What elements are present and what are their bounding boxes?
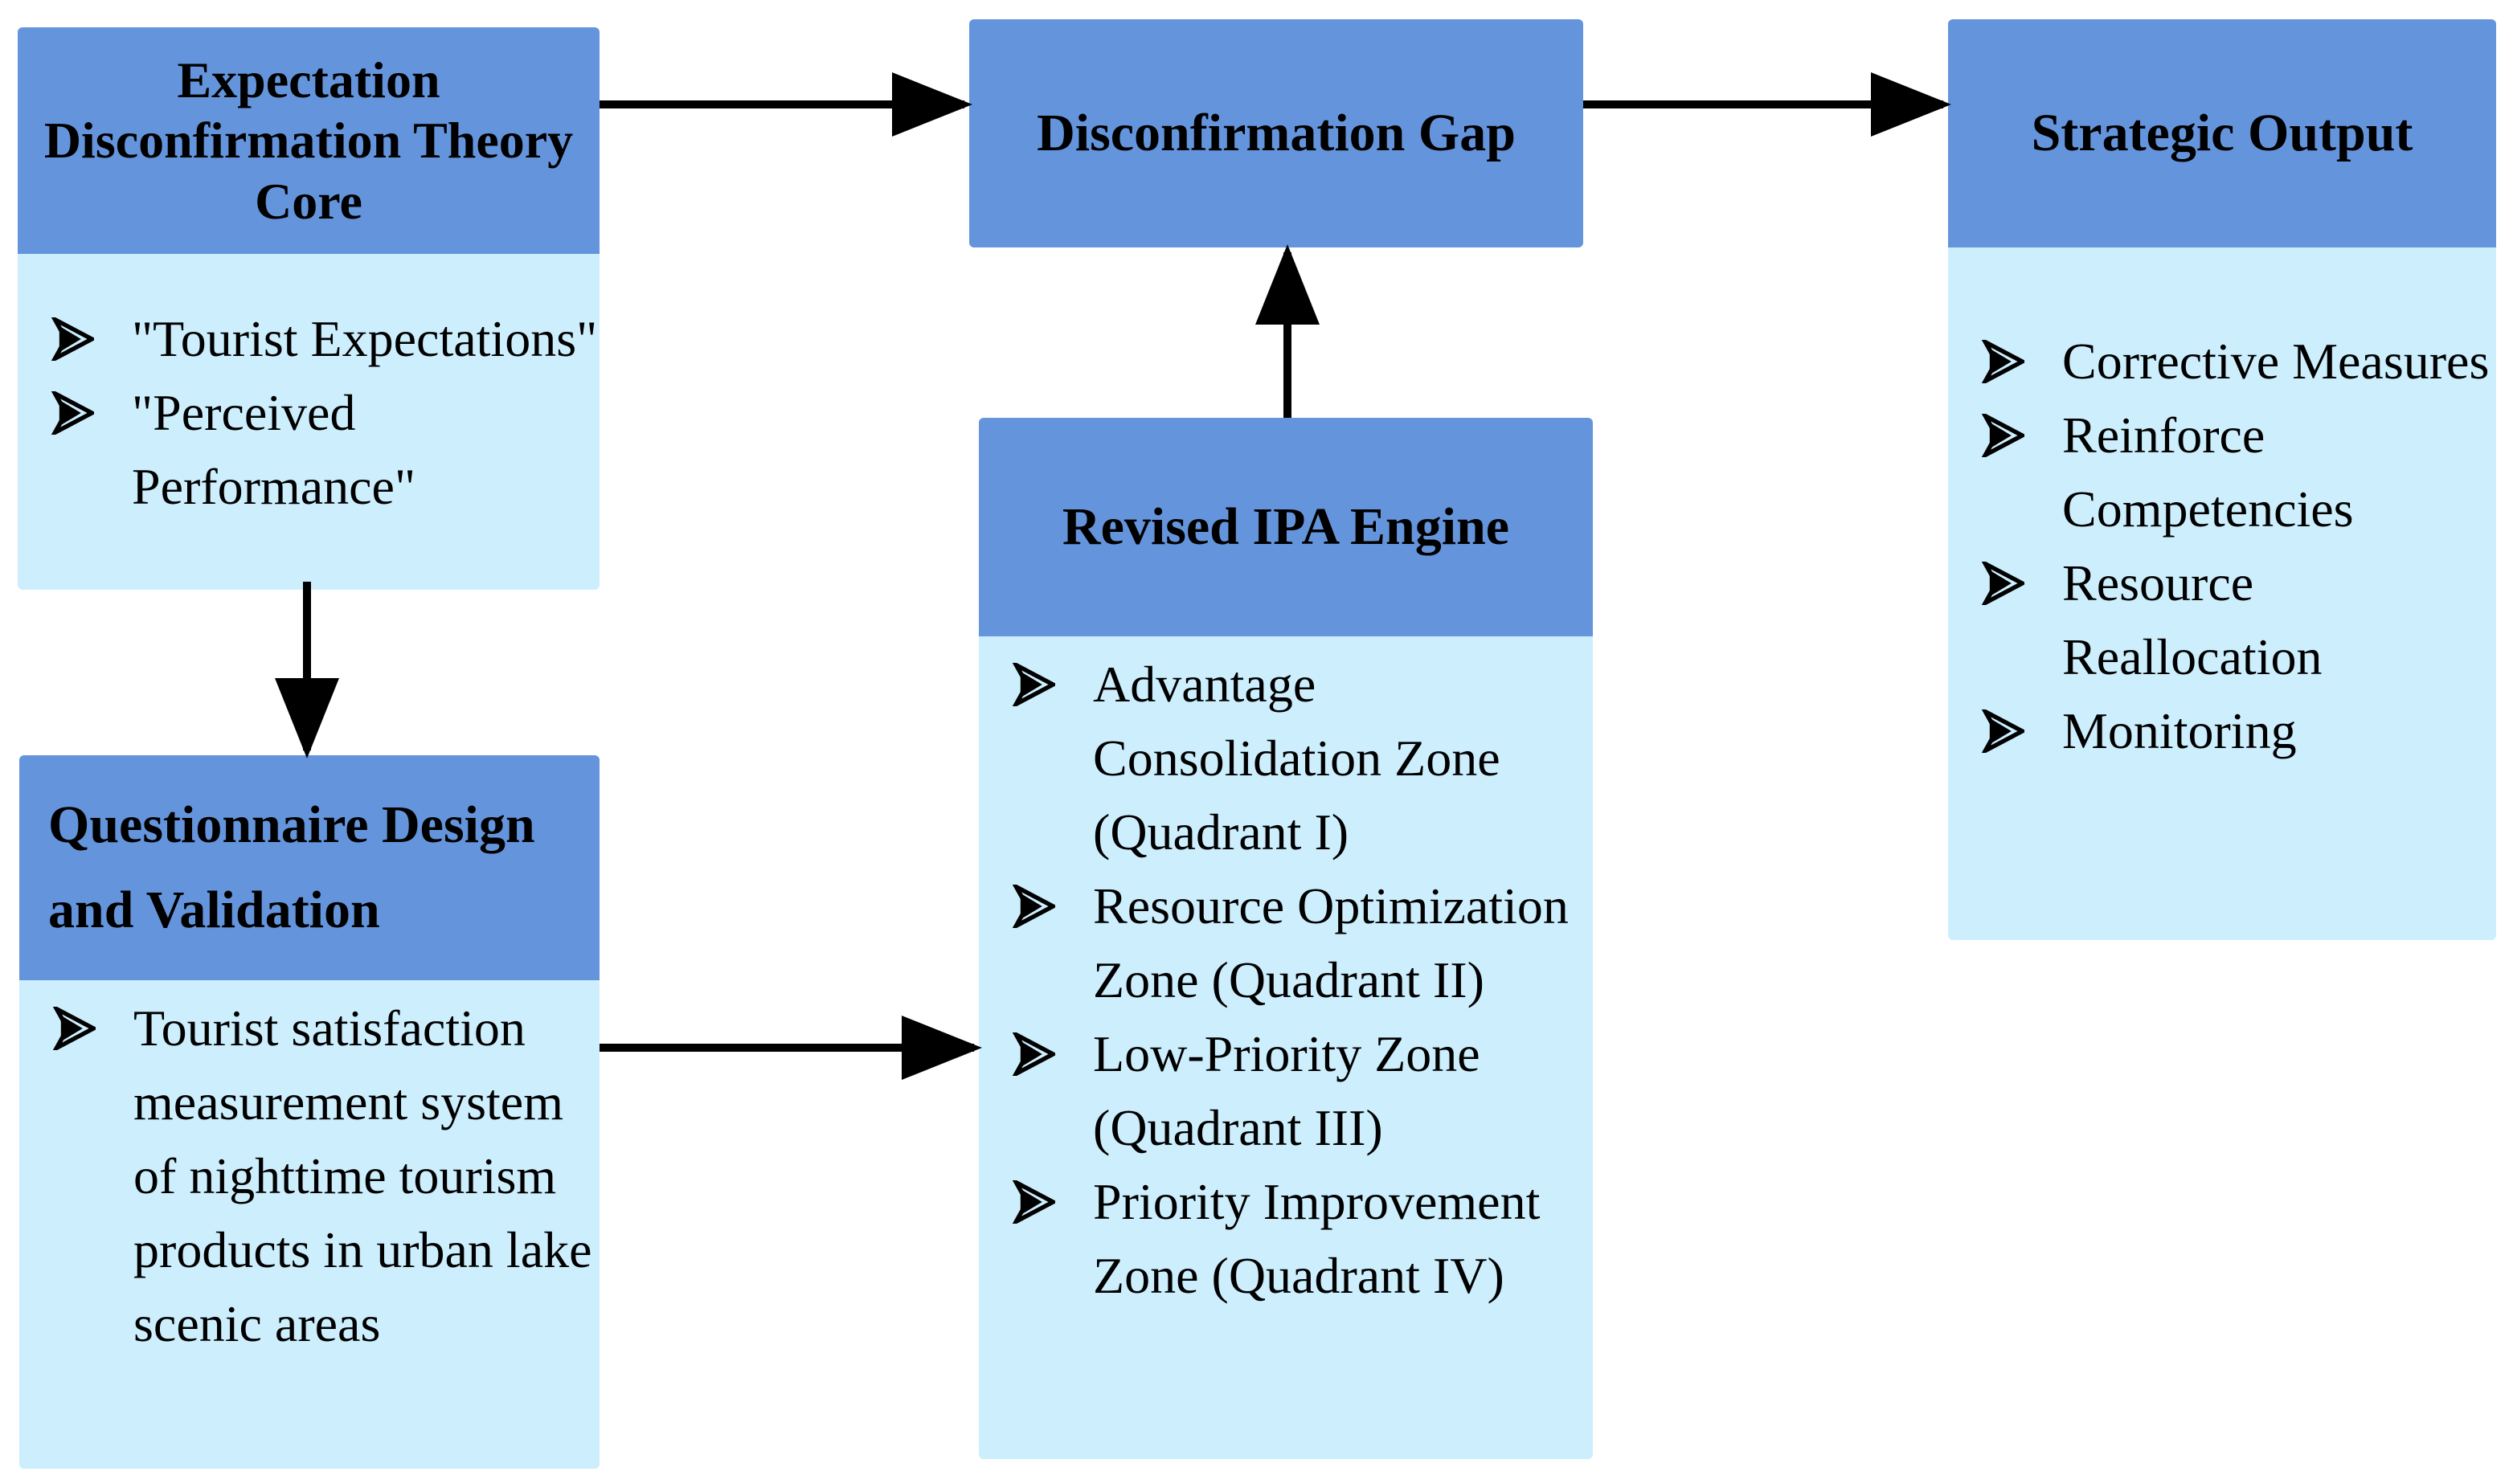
strategic-output-body: Corrective Measures Reinforce Competenci…	[1948, 247, 2496, 940]
arrowhead-bullet-icon	[48, 302, 96, 376]
ipa-item-text: Resource Optimization Zone (Quadrant II)	[1093, 877, 1569, 1008]
edt-core-node: Expectation Disconfirmation Theory Core …	[18, 27, 600, 590]
edt-item-text: "Tourist Expectations"	[132, 310, 598, 367]
arrowhead-bullet-icon	[1979, 546, 2027, 620]
arrowhead-bullet-icon	[1979, 325, 2027, 399]
output-item: Reinforce Competencies	[1948, 399, 2496, 546]
output-item: Corrective Measures	[1948, 325, 2496, 399]
questionnaire-title: Questionnaire Design and Validation	[19, 755, 600, 980]
arrowhead-bullet-icon	[1979, 694, 2027, 768]
arrowhead-bullet-icon	[1979, 399, 2027, 472]
ipa-item-text: Priority Improvement Zone (Quadrant IV)	[1093, 1173, 1541, 1304]
edt-item-text: "Perceived Performance"	[132, 384, 416, 515]
arrowhead-bullet-icon	[1009, 648, 1058, 722]
ipa-item: Advantage Consolidation Zone (Quadrant I…	[979, 648, 1593, 869]
output-item-text: Reinforce Competencies	[2062, 407, 2354, 538]
arrowhead-bullet-icon	[50, 991, 98, 1065]
arrowhead-bullet-icon	[1009, 869, 1058, 943]
ipa-engine-title: Revised IPA Engine	[979, 418, 1593, 636]
arrowhead-bullet-icon	[1009, 1165, 1058, 1239]
questionnaire-node: Questionnaire Design and Validation Tour…	[19, 755, 600, 1469]
ipa-item-text: Advantage Consolidation Zone (Quadrant I…	[1093, 656, 1500, 861]
output-item: Monitoring	[1948, 694, 2496, 768]
output-item-text: Corrective Measures	[2062, 333, 2490, 390]
arrowhead-bullet-icon	[1009, 1017, 1058, 1091]
edt-item: "Tourist Expectations"	[18, 302, 600, 376]
edt-core-title: Expectation Disconfirmation Theory Core	[18, 27, 600, 254]
edt-core-body: "Tourist Expectations" "Perceived Perfor…	[18, 254, 600, 590]
questionnaire-item-text: Tourist satisfaction measurement system …	[133, 1000, 592, 1352]
ipa-engine-node: Revised IPA Engine Advantage Consolidati…	[979, 418, 1593, 1459]
strategic-output-title: Strategic Output	[1948, 19, 2496, 247]
edt-item: "Perceived Performance"	[18, 376, 600, 524]
ipa-item-text: Low-Priority Zone (Quadrant III)	[1093, 1025, 1480, 1156]
ipa-item: Resource Optimization Zone (Quadrant II)	[979, 869, 1593, 1017]
disconfirmation-gap-title: Disconfirmation Gap	[969, 19, 1583, 247]
output-item: Resource Reallocation	[1948, 546, 2496, 694]
strategic-output-node: Strategic Output Corrective Measures Rei…	[1948, 19, 2496, 940]
questionnaire-body: Tourist satisfaction measurement system …	[19, 980, 600, 1469]
output-item-text: Resource Reallocation	[2062, 554, 2323, 685]
ipa-item: Priority Improvement Zone (Quadrant IV)	[979, 1165, 1593, 1313]
ipa-item: Low-Priority Zone (Quadrant III)	[979, 1017, 1593, 1165]
questionnaire-item: Tourist satisfaction measurement system …	[19, 991, 600, 1361]
output-item-text: Monitoring	[2062, 702, 2297, 759]
arrowhead-bullet-icon	[48, 376, 96, 450]
ipa-engine-body: Advantage Consolidation Zone (Quadrant I…	[979, 636, 1593, 1459]
disconfirmation-gap-node: Disconfirmation Gap	[969, 19, 1583, 247]
